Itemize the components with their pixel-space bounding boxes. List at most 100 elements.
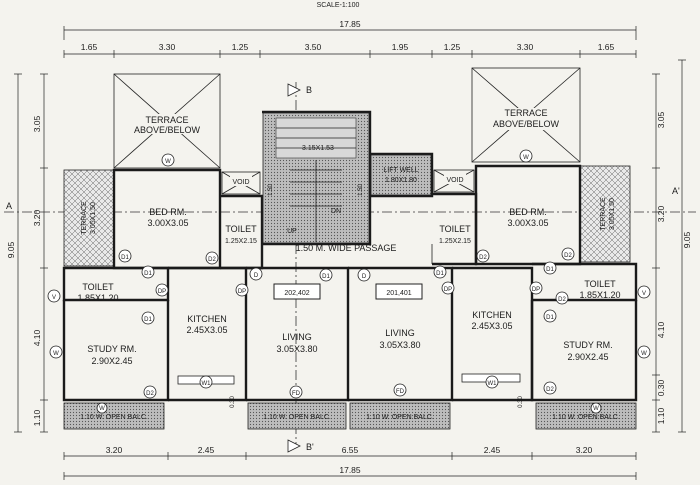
lift-label: LIFT WELL [383,167,418,174]
living-right-size: 3.05X3.80 [379,340,420,350]
dim-left-1: 3.05 [32,115,42,132]
side-terrace-left: TERRACE 3.05X1.50 [63,169,115,267]
door-tag-d1-bed-left: D1 [121,255,129,261]
window-tag-w1-left: W1 [202,381,212,387]
unit-left-number: 202,402 [284,290,309,297]
passage-label: 1.50 M. WIDE PASSAGE [296,243,397,253]
section-label-a: A [6,201,12,211]
dim-right-total: 9.05 [682,231,692,248]
terrace-left-label: TERRACE [145,115,188,125]
door-tag-dp-living-right: DP [444,287,452,293]
unit-number-right: 201,401 [375,283,423,300]
dim-top-3: 1.25 [232,42,249,52]
door-tag-dp-kitchen-right: DP [532,287,540,293]
top-dimension-chain: 1.65 3.30 1.25 3.50 1.95 1.25 3.30 1.65 [63,42,637,58]
section-label-b: B [306,85,312,95]
toilet-upper-left-size: 1.25X2.15 [225,238,257,245]
bed-left-label: BED RM. [149,207,187,217]
dim-top-5: 1.95 [392,42,409,52]
toilet-upper-right-label: TOILET [439,224,471,234]
stair-down-label: DN [331,208,341,215]
door-tag-d2-toilet-right: D2 [479,255,487,261]
dim-top-4: 3.50 [305,42,322,52]
toilet-upper-left-label: TOILET [225,224,257,234]
dim-bottom-1: 3.20 [106,445,123,455]
stair-width-left: 1.50 [268,184,274,196]
walls [62,110,638,402]
dim-inner-030-right: 0.30 [518,396,524,408]
dim-top-7: 3.30 [517,42,534,52]
balcony-2-label: 1.10 W. OPEN BALC. [263,414,331,421]
balcony-3-label: 1.10 W. OPEN BALC. [366,414,434,421]
section-label-a-prime: A' [672,186,680,196]
side-terrace-left-label: TERRACE [81,201,88,235]
dim-top-6: 1.25 [444,42,461,52]
terrace-right-label: TERRACE [504,108,547,118]
window-tag-w-balc-left: W [99,406,105,412]
terrace-right-note: ABOVE/BELOW [493,119,560,129]
stair-size: 3.15X1.53 [302,145,334,152]
terrace-left-note: ABOVE/BELOW [134,125,201,135]
window-tag-study-right: W [641,351,647,357]
dim-top-8: 1.65 [598,42,615,52]
living-right-label: LIVING [385,328,415,338]
window-tag-w-left: W [165,159,171,165]
kitchen-right-label: KITCHEN [472,310,512,320]
study-left-label: STUDY RM. [87,344,136,354]
top-total-dimension: 17.85 [63,19,637,40]
right-dimension-chain: 3.05 3.20 4.10 0.30 1.10 9.05 [652,59,692,433]
door-tag-dp-living-left: DP [238,289,246,295]
door-tag-d1-study-right: D1 [546,267,554,273]
door-tag-d2-study-right: D2 [546,387,554,393]
door-tag-d1-study-left: D1 [144,317,152,323]
lift-well: LIFT WELL 1.80X1.80 [370,154,432,196]
terrace-left: TERRACE ABOVE/BELOW [113,73,221,169]
door-tag-fd-left: FD [292,391,301,397]
total-width-top: 17.85 [339,19,361,29]
toilet-lower-left-size: 1.85X1.20 [77,293,118,303]
window-tag-study-left: W [53,351,59,357]
lift-size: 1.80X1.80 [385,177,417,184]
kitchen-left-size: 2.45X3.05 [186,325,227,335]
unit-right-number: 201,401 [386,290,411,297]
door-tag-d1-right: D1 [436,271,444,277]
dim-inner-030-left: 0.30 [230,396,236,408]
door-tag-d1-lower-right: D1 [546,315,554,321]
staircase: 3.15X1.53 UP DN 1.50 1.50 [262,112,370,244]
side-terrace-right: TERRACE 3.05X1.50 [579,165,631,263]
door-tag-d-left: D [254,273,259,279]
toilet-lower-right-label: TOILET [584,279,616,289]
dim-top-2: 3.30 [159,42,176,52]
dim-left-total: 9.05 [6,241,16,258]
section-arrow-b-icon [287,83,301,97]
terrace-right: TERRACE ABOVE/BELOW [471,67,581,163]
dim-right-3: 4.10 [656,321,666,338]
door-tag-fd-right: FD [396,389,405,395]
section-label-b-prime: B' [306,442,314,452]
bottom-dimension-chain: 3.20 2.45 6.55 2.45 3.20 17.85 [63,445,637,480]
dim-right-4: 0.30 [656,379,666,396]
scale-label: SCALE-1:100 [317,2,360,9]
door-tag-dp-kitchen-left: DP [158,289,166,295]
side-terrace-right-size: 3.05X1.50 [609,198,616,230]
kitchen-right-size: 2.45X3.05 [471,321,512,331]
study-left-size: 2.90X2.45 [91,356,132,366]
dim-left-2: 3.20 [32,209,42,226]
door-tag-d1-passage-left: D1 [322,274,330,280]
kitchen-left-label: KITCHEN [187,314,227,324]
left-dimension-chain: 3.05 3.20 4.10 1.10 9.05 [6,73,48,433]
door-tag-d2-toilet-lower-right: D2 [558,297,566,303]
door-tag-d-right: D [362,274,367,280]
window-tag-circle [161,153,175,167]
living-left-size: 3.05X3.80 [276,344,317,354]
balconies: 1.10 W. OPEN BALC. 1.10 W. OPEN BALC. 1.… [63,402,637,430]
door-window-tags: W W D1 D2 D1 D D1 D D1 D2 D2 D1 DP DP DP… [47,149,651,414]
bed-left-size: 3.00X3.05 [147,218,188,228]
stair-up-label: UP [287,228,297,235]
bed-right-size: 3.00X3.05 [507,218,548,228]
void-left: VOID [221,171,261,195]
side-terrace-left-size: 3.05X1.50 [90,202,97,234]
dim-left-3: 4.10 [32,329,42,346]
void-left-label: VOID [232,179,249,186]
